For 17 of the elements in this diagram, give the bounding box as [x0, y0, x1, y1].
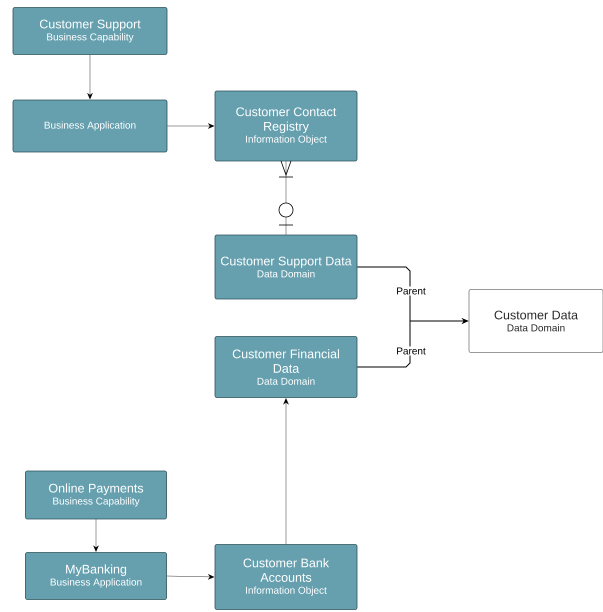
edge-label: Parent — [395, 346, 427, 356]
arrow — [283, 398, 289, 544]
process-box: Customer Bank Accounts Information Object — [214, 544, 358, 610]
relationship-line — [278, 160, 294, 235]
edge-label: Parent — [395, 286, 427, 296]
process-box: Customer Support Data Data Domain — [214, 234, 358, 300]
process-box: Customer Contact Registry Information Object — [214, 90, 358, 162]
arrow — [87, 54, 93, 100]
process-box: Customer Support Business Capability — [12, 7, 168, 55]
arrow — [93, 519, 99, 552]
data-domain-box: Customer Data Data Domain — [468, 289, 603, 353]
process-box: Online Payments Business Capability — [25, 470, 167, 520]
process-box: Customer Financial Data Data Domain — [214, 336, 358, 398]
process-box: MyBanking Business Application — [25, 552, 167, 600]
process-box: Business Application — [12, 100, 168, 152]
arrow — [166, 574, 214, 580]
arrow — [167, 123, 214, 129]
